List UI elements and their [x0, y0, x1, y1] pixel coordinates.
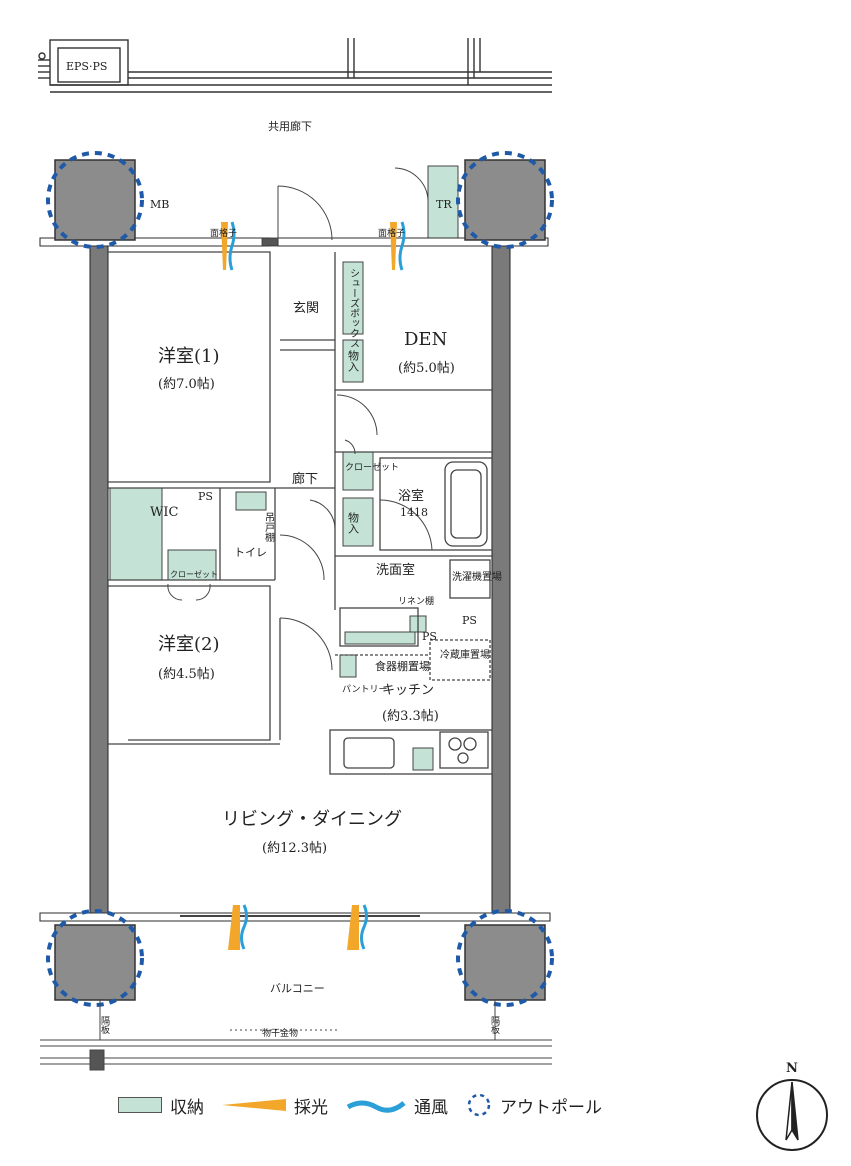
- legend-light-label: 採光: [294, 1097, 328, 1118]
- storage-swatch: [118, 1097, 162, 1113]
- lattice-right-label: 面格子: [378, 227, 405, 239]
- eps-ps-area: [38, 38, 552, 93]
- outpole-icon: [467, 1093, 491, 1117]
- legend-light: 採光: [222, 1093, 328, 1118]
- north-compass-icon: N: [756, 1061, 828, 1151]
- closet-label: クローゼット: [345, 461, 399, 473]
- ps3-label: PS: [422, 630, 437, 643]
- legend-outpole-label: アウトポール: [500, 1097, 602, 1118]
- western1-label: 洋室(1): [158, 346, 220, 367]
- legend-wind: 通風: [346, 1093, 448, 1118]
- washroom-label: 洗面室: [376, 562, 415, 578]
- hallway-label: 廊下: [292, 471, 318, 487]
- light-icon: [222, 1099, 286, 1111]
- kitchen-label: キッチン: [382, 683, 434, 698]
- ps1-label: PS: [198, 490, 213, 503]
- den-label: DEN: [404, 329, 447, 350]
- doors: [167, 167, 433, 671]
- wind-markers: [228, 221, 406, 950]
- kitchen-size: (約3.3帖): [382, 709, 439, 724]
- western2-label: 洋室(2): [158, 634, 220, 655]
- bath-size: 1418: [400, 506, 428, 519]
- outpole-circles: [46, 151, 554, 1007]
- hanging-shelf-label: 吊戸棚: [263, 512, 275, 543]
- ps2-label: PS: [462, 614, 477, 627]
- columns: [54, 159, 546, 1001]
- balcony: [40, 1000, 552, 1071]
- den-size: (約5.0帖): [398, 361, 455, 376]
- wic-label: WIC: [150, 505, 178, 520]
- western2-size: (約4.5帖): [158, 667, 215, 682]
- storage1-label: 物入: [347, 349, 360, 372]
- storage2-label: 物入: [347, 511, 360, 534]
- linen-label: リネン棚: [398, 595, 434, 607]
- legend: 収納 採光 通風 アウトポール: [118, 1090, 620, 1120]
- legend-storage-label: 収納: [170, 1097, 204, 1118]
- pantry-label: パントリー: [342, 684, 387, 695]
- dish-shelf-label: 食器棚置場: [375, 659, 430, 673]
- common-corridor-label: 共用廊下: [268, 119, 312, 133]
- legend-outpole: アウトポール: [466, 1092, 602, 1118]
- washer-label: 洗濯機置場: [452, 570, 502, 583]
- shoebox-label: シューズボックス: [348, 268, 360, 348]
- closet2-label: クローゼット: [170, 569, 218, 579]
- living-label: リビング・ダイニング: [222, 809, 402, 830]
- mb-label: MB: [150, 198, 169, 211]
- tr-label: TR: [436, 198, 452, 211]
- partition-right-label: 隔板: [489, 1016, 500, 1035]
- western1-size: (約7.0帖): [158, 377, 215, 392]
- partition-left-label: 隔板: [99, 1016, 110, 1035]
- light-markers: [221, 222, 397, 950]
- toilet-label: トイレ: [234, 546, 267, 559]
- legend-storage: 収納: [118, 1093, 204, 1118]
- living-size: (約12.3帖): [262, 841, 327, 856]
- balcony-label: バルコニー: [270, 982, 325, 995]
- interior-walls: [108, 251, 493, 917]
- eps-label: EPS·PS: [66, 60, 107, 73]
- legend-wind-label: 通風: [414, 1097, 448, 1118]
- storage-fills: [109, 165, 459, 771]
- compass-north-label: N: [786, 1061, 798, 1076]
- wind-icon: [346, 1100, 406, 1113]
- laundry-hardware-label: 物干金物: [262, 1027, 298, 1039]
- lattice-left-label: 面格子: [210, 227, 237, 239]
- fridge-label: 冷蔵庫置場: [440, 648, 490, 661]
- entrance-label: 玄関: [293, 301, 319, 316]
- bath-label: 浴室: [398, 488, 424, 504]
